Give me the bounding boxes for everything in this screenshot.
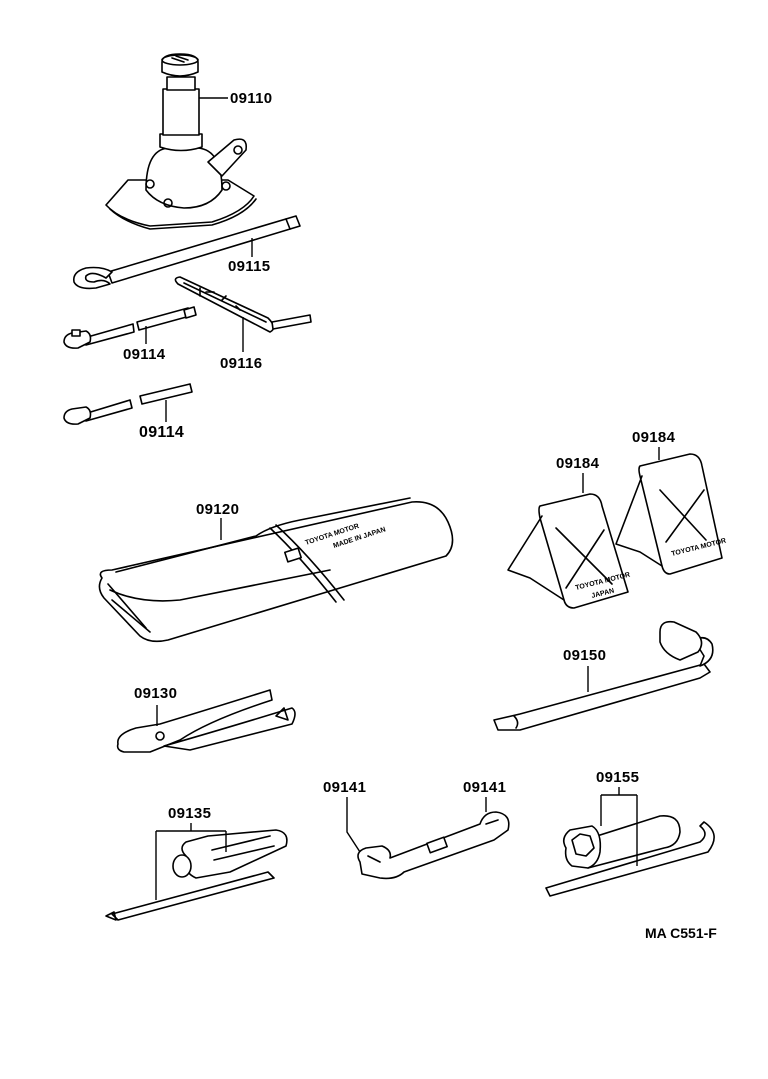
- jack-handle-illustration: [72, 215, 301, 290]
- part-no-09141-right: 09141: [463, 779, 507, 796]
- jack-handle-extension-2-illustration: [63, 383, 193, 425]
- drawing-code: MA C551-F: [645, 925, 717, 941]
- leader-09155: [600, 787, 638, 866]
- part-no-09114-upper: 09114: [123, 346, 166, 363]
- part-no-09141-left: 09141: [323, 779, 367, 796]
- part-no-09116: 09116: [220, 355, 263, 372]
- part-no-09114-lower: 09114: [139, 424, 185, 441]
- pliers-illustration: [116, 689, 296, 753]
- part-no-09130: 09130: [134, 685, 178, 702]
- part-no-09110: 09110: [230, 90, 273, 107]
- part-no-09115: 09115: [228, 258, 271, 275]
- leader-09135: [155, 823, 227, 900]
- wheel-chock-1-illustration: TOYOTA MOTOR JAPAN: [507, 493, 631, 609]
- part-no-09184-right: 09184: [632, 429, 676, 446]
- part-no-09184-left: 09184: [556, 455, 600, 472]
- leader-09141-a: [346, 797, 361, 853]
- jack-handle-lever-illustration: [174, 276, 312, 333]
- part-no-09120: 09120: [196, 501, 240, 518]
- screwdriver-illustration: [105, 829, 288, 921]
- part-no-09135: 09135: [168, 805, 212, 822]
- wrench-illustration: [357, 811, 510, 880]
- jack-illustration: [105, 53, 257, 230]
- wheel-chock-2-illustration: TOYOTA MOTOR: [615, 453, 727, 575]
- plug-wrench-illustration: [545, 815, 715, 897]
- tool-bag-illustration: TOYOTA MOTOR MADE IN JAPAN: [98, 497, 454, 643]
- part-no-09150: 09150: [563, 647, 607, 664]
- part-no-09155: 09155: [596, 769, 640, 786]
- jack-handle-extension-1-illustration: [63, 306, 197, 349]
- wheel-nut-wrench-illustration: [493, 620, 714, 731]
